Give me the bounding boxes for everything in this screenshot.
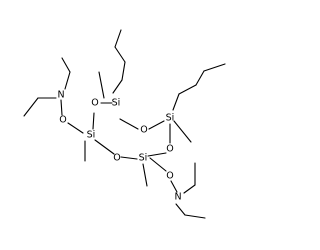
bond-n-left-ethyl1-b <box>61 57 71 73</box>
atom-si-right: Si <box>166 113 175 124</box>
bond-butyl-a1 <box>112 79 123 94</box>
bond-butyl-b1 <box>172 93 180 111</box>
bond-n-left-ethyl2-b <box>23 97 39 117</box>
atom-si-top: Si <box>112 98 121 109</box>
atom-labels: Si O Si O Si O Si O O N O N <box>57 90 181 203</box>
bond-si-left-o-left <box>92 112 95 130</box>
bond-butyl-b2 <box>178 84 197 95</box>
atom-o-left-sub: O <box>59 115 66 126</box>
bond-si-top-o-top <box>119 118 139 130</box>
bond-si-top-methyl <box>98 71 105 99</box>
bond-n-right-ethyl2-b <box>184 214 206 219</box>
atom-o-ring-left: O <box>91 98 98 109</box>
atom-o-ring-bottom: O <box>113 153 120 164</box>
bond-si-bottom-o-bottom <box>120 156 138 160</box>
bond-si-bottom-o-sub <box>149 157 167 172</box>
bond-o-sub-n-right <box>170 180 178 193</box>
bond-o-right-si-bottom <box>147 152 167 157</box>
bond-butyl-b3 <box>195 70 205 86</box>
atom-o-ring-top: O <box>140 125 147 136</box>
bond-si-bottom-methyl <box>142 163 148 187</box>
atom-n-left: N <box>57 90 64 101</box>
atom-o-ring-right: O <box>166 144 173 155</box>
bond-n-right-ethyl1-a <box>183 184 196 194</box>
bond-butyl-b4 <box>203 63 226 72</box>
atom-n-right: N <box>174 192 181 203</box>
bond-o-sub-n-left <box>60 99 63 116</box>
bonds <box>23 29 226 219</box>
chemical-structure-diagram: Si O Si O Si O Si O O N O N <box>23 29 226 219</box>
bond-si-right-methyl <box>173 120 192 143</box>
bond-o-top-si-right <box>148 120 165 130</box>
bond-o-bottom-si-left <box>94 139 115 155</box>
bond-n-right-ethyl2-a <box>175 203 186 216</box>
atom-si-left: Si <box>87 130 96 141</box>
bond-butyl-a4 <box>114 29 122 48</box>
bond-si-left-o-sub <box>67 122 84 134</box>
bond-n-left-ethyl1-a <box>64 71 71 90</box>
bond-butyl-a2 <box>121 61 126 81</box>
atom-si-bottom: Si <box>139 153 148 164</box>
atom-o-right-sub: O <box>166 171 173 182</box>
bond-butyl-a3 <box>114 46 126 63</box>
